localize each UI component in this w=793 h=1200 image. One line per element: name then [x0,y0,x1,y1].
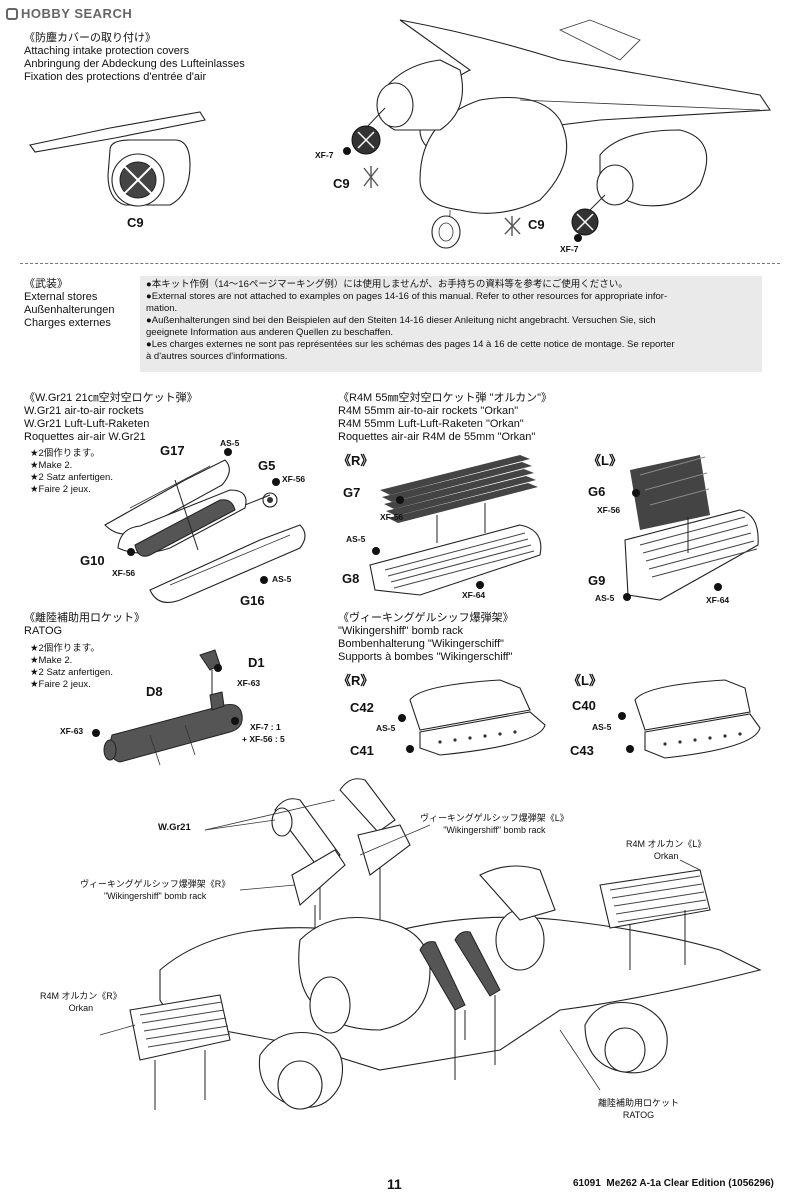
page-number: 11 [387,1176,402,1192]
r4m-illustration [369,455,759,601]
paint-xf56-b: XF-56 [112,568,136,578]
assembly-illustration [99,778,762,1110]
part-g7: G7 [343,485,361,500]
r4m-title: 《R4M 55㎜空対空ロケット弾 "オルカン"》 R4M 55mm air-to… [338,392,553,443]
r4m-side-r: 《R》 [338,453,374,468]
intake-covers-illustration [29,19,771,249]
part-c9-left: C9 [127,215,144,230]
part-d8: D8 [146,684,163,699]
assembly-ratog-label: 離陸補助用ロケット RATOG [598,1098,680,1120]
wiking-illustration [398,679,761,759]
part-g5: G5 [258,458,276,473]
part-c40: C40 [572,698,596,713]
assembly-wiking-r-label: ヴィーキングゲルシッフ爆弾架《R》 "Wikingershiff" bomb r… [80,879,231,901]
wgr21-title: 《W.Gr21 21㎝空対空ロケット弾》 W.Gr21 air-to-air r… [24,392,198,443]
r4m-side-l: 《L》 [588,453,622,468]
paint-xf56-a: XF-56 [282,474,306,484]
ratog-title: 《離陸補助用ロケット》 RATOG [24,612,145,637]
ratog-illustration [92,649,243,766]
part-d1: D1 [248,655,265,670]
part-c9-mid: C9 [333,176,350,191]
assembly-r4m-r-label: R4M オルカン《R》 Orkan [40,991,122,1013]
part-c43: C43 [570,743,594,758]
intake-covers-title: 《防塵カバーの取り付け》 Attaching intake protection… [24,32,245,83]
wgr21-illustration [104,448,306,603]
assembly-wgr21-label: W.Gr21 [158,822,191,833]
wgr21-make-note: ★2個作ります。 ★Make 2. ★2 Satz anfertigen. ★F… [30,448,113,495]
wiking-side-l: 《L》 [568,673,602,688]
paint-as5-c: AS-5 [346,534,366,544]
assembly-wiking-l-label: ヴィーキングゲルシッフ爆弾架《L》 "Wikingershiff" bomb r… [420,813,569,835]
ratog-make-note: ★2個作ります。 ★Make 2. ★2 Satz anfertigen. ★F… [30,643,113,690]
wiking-side-r: 《R》 [338,673,374,688]
part-c9-right: C9 [528,217,545,232]
r4m-rockets-r [380,455,538,523]
part-g8: G8 [342,571,360,586]
paint-xf63-a: XF-63 [237,678,261,688]
part-g10: G10 [80,553,105,568]
assembly-r4m-l-label: R4M オルカン《L》 Orkan [626,839,707,861]
r4m-rockets-l [630,455,710,530]
paint-xf56-d: XF-56 [597,505,621,515]
paint-xf7-mix: XF-7 : 1 [250,722,281,732]
paint-xf63-b: XF-63 [60,726,84,736]
part-c42: C42 [350,700,374,715]
watermark: HOBBY SEARCH [6,6,132,21]
part-g9: G9 [588,573,606,588]
wiking-title: 《ヴィーキングゲルシッフ爆弾架》 "Wikingershiff" bomb ra… [338,612,514,663]
paint-xf7-b: XF-7 [560,244,579,254]
paint-xf56-c: XF-56 [380,512,404,522]
paint-as5-d: AS-5 [595,593,615,603]
footer-code: 61091 Me262 A-1a Clear Edition (1056296) [573,1178,774,1189]
part-c41: C41 [350,743,374,758]
external-stores-title: 《武装》 External stores Außenhalterungen Ch… [24,278,115,329]
part-g6: G6 [588,484,606,499]
paint-as5-e: AS-5 [376,723,396,733]
watermark-logo-icon [6,8,18,20]
paint-xf64-b: XF-64 [706,595,730,605]
paint-as5-f: AS-5 [592,722,612,732]
part-g16: G16 [240,593,265,608]
divider-1 [20,263,780,264]
paint-xf7-a: XF-7 [315,150,334,160]
external-stores-notes: ●本キット作例（14〜16ページマーキング例）には使用しませんが、お手持ちの資料… [140,276,762,372]
part-g17: G17 [160,443,185,458]
paint-as5-b: AS-5 [272,574,292,584]
paint-xf64-a: XF-64 [462,590,486,600]
paint-as5-a: AS-5 [220,438,240,448]
paint-xf56-mix: + XF-56 : 5 [242,734,285,744]
